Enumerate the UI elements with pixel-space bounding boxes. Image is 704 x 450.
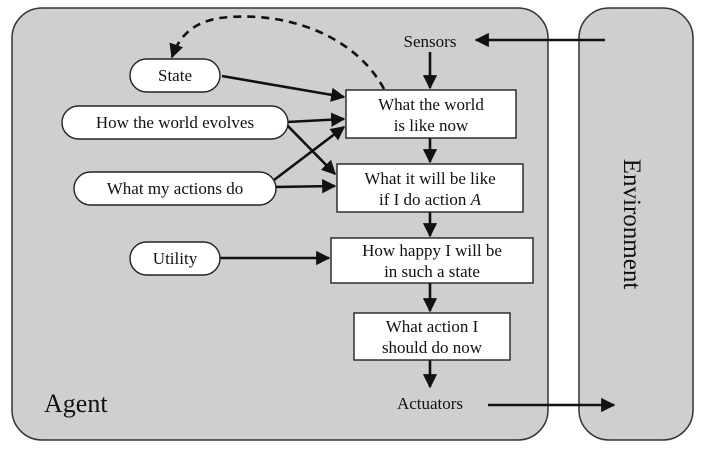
actions-to-world-arrow xyxy=(273,125,346,182)
actions-to-willbe-arrow xyxy=(273,179,337,194)
world-now-line1: What the world xyxy=(378,95,484,114)
utility-oval-label: Utility xyxy=(153,249,198,268)
state-feedback-arrow xyxy=(169,15,386,90)
state-oval-label: State xyxy=(158,66,192,85)
will-be-like-line1: What it will be like xyxy=(364,169,495,188)
world-now-box xyxy=(345,89,517,139)
what-action-box xyxy=(353,312,511,361)
evolves-to-world-arrow xyxy=(286,112,346,127)
environment-label: Environment xyxy=(618,159,645,290)
world-now-line2: is like now xyxy=(394,116,469,135)
environment-panel xyxy=(578,7,694,441)
how-happy-box xyxy=(330,237,534,284)
actions-do-oval xyxy=(73,171,277,206)
actions-do-oval-label: What my actions do xyxy=(107,179,243,198)
will-be-like-action-var: A xyxy=(470,190,482,209)
will-be-like-line2-group: if I do action A xyxy=(379,190,482,209)
agent-panel xyxy=(11,7,549,441)
utility-oval xyxy=(129,241,221,276)
state-oval xyxy=(129,58,221,93)
agent-label: Agent xyxy=(44,389,108,418)
world-evolves-oval-label: How the world evolves xyxy=(96,113,254,132)
how-happy-line1: How happy I will be xyxy=(362,241,502,260)
state-to-world-arrow xyxy=(221,74,346,102)
actuators-label: Actuators xyxy=(397,394,463,413)
will-be-like-box xyxy=(336,163,524,213)
what-action-line2: should do now xyxy=(382,338,483,357)
sensors-label: Sensors xyxy=(404,32,457,51)
how-happy-line2: in such a state xyxy=(384,262,480,281)
will-be-like-line2: if I do action xyxy=(379,190,467,209)
evolves-to-willbe-arrow xyxy=(279,117,337,176)
what-action-line1: What action I xyxy=(386,317,479,336)
world-evolves-oval xyxy=(61,105,289,140)
